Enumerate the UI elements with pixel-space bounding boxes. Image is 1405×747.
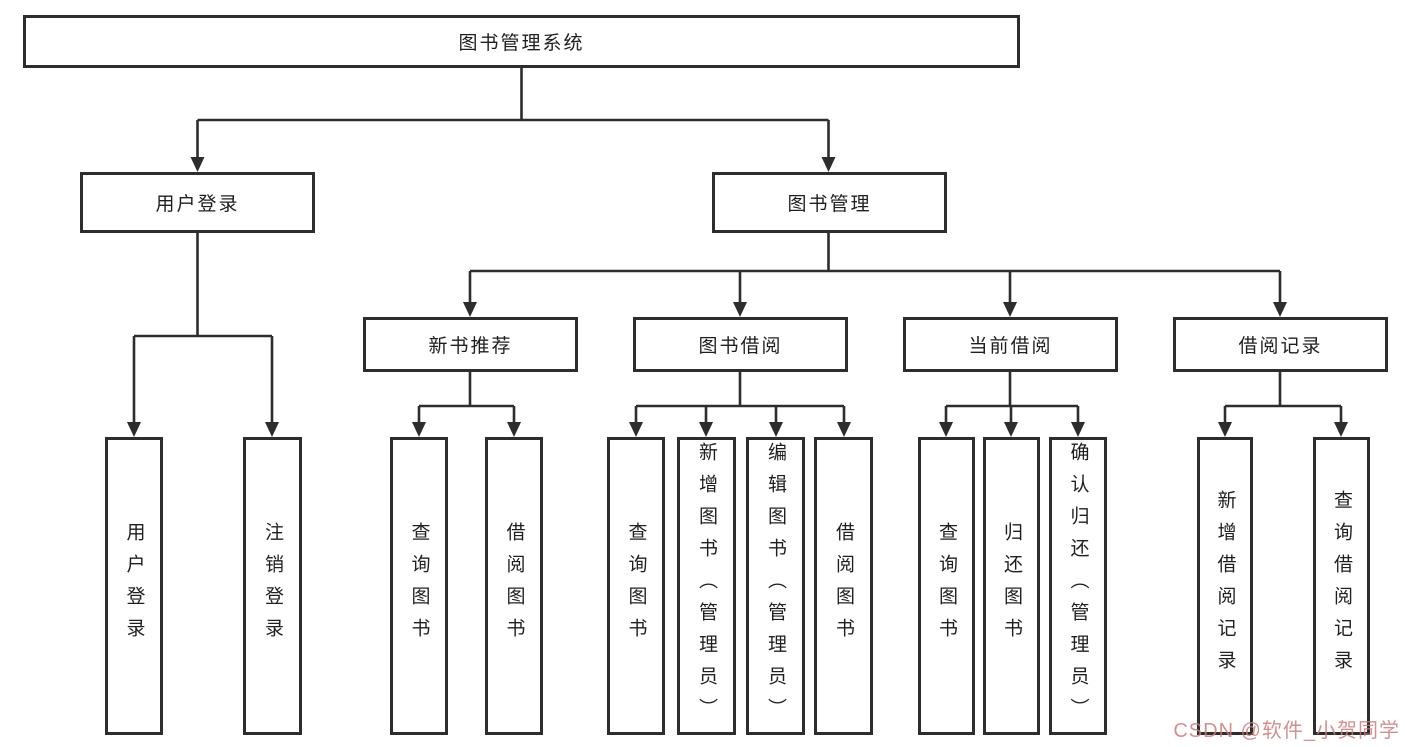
- node-book-borrowing: 图书借阅: [633, 317, 848, 372]
- leaf-query-books-2: 查询图书: [607, 437, 665, 735]
- leaf-return-books: 归还图书: [983, 437, 1040, 735]
- node-book-management-branch: 图书管理: [712, 172, 947, 233]
- node-borrowing-records: 借阅记录: [1173, 317, 1388, 372]
- leaf-query-borrow-record: 查询借阅记录: [1313, 437, 1370, 735]
- node-new-book-recommendation: 新书推荐: [363, 317, 578, 372]
- node-root-library-management-system: 图书管理系统: [23, 15, 1020, 68]
- leaf-query-books-1: 查询图书: [390, 437, 448, 735]
- leaf-edit-books-admin: 编辑图书（管理员）: [746, 437, 805, 735]
- node-current-borrowing: 当前借阅: [903, 317, 1118, 372]
- node-user-login-branch: 用户登录: [80, 172, 315, 233]
- leaf-confirm-return-admin: 确认归还（管理员）: [1049, 437, 1107, 735]
- watermark-csdn: CSDN @软件_小贺同学: [1173, 720, 1400, 742]
- leaf-add-books-admin: 新增图书（管理员）: [677, 437, 736, 735]
- leaf-query-books-3: 查询图书: [918, 437, 975, 735]
- leaf-borrow-books-1: 借阅图书: [485, 437, 543, 735]
- leaf-borrow-books-2: 借阅图书: [814, 437, 873, 735]
- arrowheads: [127, 157, 1348, 437]
- tree-edges: [132, 68, 1343, 424]
- leaf-add-borrow-record: 新增借阅记录: [1197, 437, 1253, 735]
- leaf-user-login: 用户登录: [105, 437, 163, 735]
- leaf-logout: 注销登录: [243, 437, 302, 735]
